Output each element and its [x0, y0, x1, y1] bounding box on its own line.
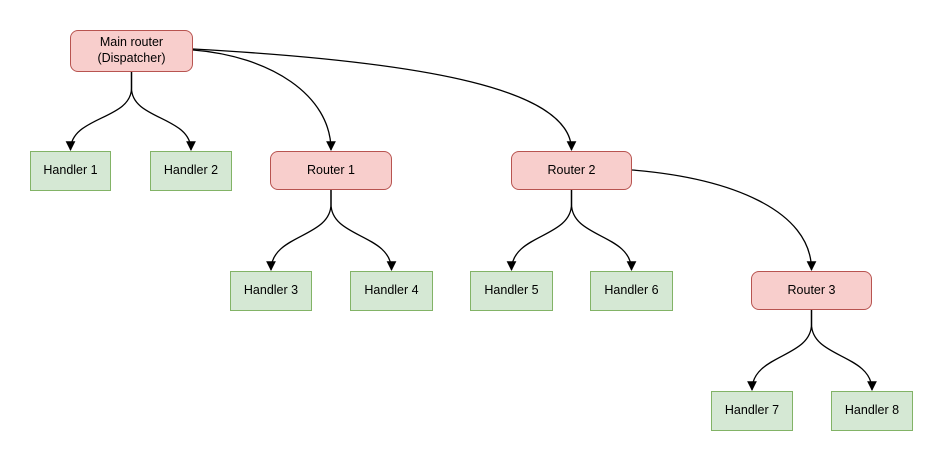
node-router-1-label: Router 1: [307, 162, 355, 177]
node-handler-8: Handler 8: [831, 391, 913, 431]
edge-main-to-router1: [192, 49, 336, 151]
node-handler-5: Handler 5: [470, 271, 553, 311]
node-router-2: Router 2: [511, 151, 632, 190]
node-handler-4: Handler 4: [350, 271, 433, 311]
node-handler-2-label: Handler 2: [163, 163, 219, 178]
node-main-router-label: Main router (Dispatcher): [97, 35, 166, 65]
node-main-router-dispatcher: Main router (Dispatcher): [70, 30, 193, 72]
node-handler-1-label: Handler 1: [43, 163, 98, 178]
node-handler-5-label: Handler 5: [484, 283, 539, 298]
node-router-1: Router 1: [270, 151, 392, 190]
edge-main-to-router2: [192, 48, 577, 151]
node-handler-3-label: Handler 3: [243, 283, 299, 298]
node-router-3-label: Router 3: [787, 282, 836, 297]
edge-router2-to-handler6: [570, 190, 637, 271]
edge-router2-to-router3: [631, 169, 817, 271]
edge-router3-to-handler7: [747, 310, 813, 391]
edge-main-to-handler2: [130, 72, 196, 151]
node-handler-6: Handler 6: [590, 271, 673, 311]
edge-main-to-handler1: [65, 72, 133, 151]
node-router-2-label: Router 2: [547, 162, 596, 177]
edge-router3-to-handler8: [810, 310, 877, 391]
edge-router2-to-handler5: [506, 190, 573, 271]
node-handler-3: Handler 3: [230, 271, 312, 311]
node-handler-4-label: Handler 4: [364, 283, 419, 298]
node-handler-1: Handler 1: [30, 151, 111, 191]
node-handler-6-label: Handler 6: [604, 283, 659, 298]
edge-router1-to-handler4: [330, 190, 397, 271]
node-handler-7-label: Handler 7: [724, 403, 780, 418]
edge-router1-to-handler3: [266, 190, 332, 271]
node-handler-8-label: Handler 8: [844, 403, 900, 418]
node-handler-7: Handler 7: [711, 391, 793, 431]
node-router-3: Router 3: [751, 271, 872, 310]
node-handler-2: Handler 2: [150, 151, 232, 191]
